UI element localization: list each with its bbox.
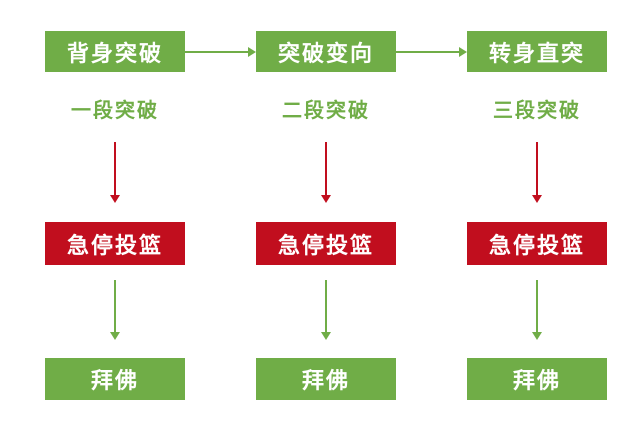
arrow-head bbox=[532, 195, 542, 203]
arrow-down-green-icon bbox=[45, 280, 185, 340]
stop-jump-box-1: 急停投篮 bbox=[45, 222, 185, 265]
arrow-down-red-icon bbox=[45, 142, 185, 203]
arrow-head bbox=[321, 195, 331, 203]
arrow-head bbox=[459, 47, 467, 57]
arrow-shaft bbox=[325, 280, 327, 332]
move-box-3: 转身直突 bbox=[467, 31, 607, 72]
move-box-1: 背身突破 bbox=[45, 31, 185, 72]
stop-jump-box-3: 急停投篮 bbox=[467, 222, 607, 265]
arrow-shaft bbox=[396, 51, 459, 53]
arrow-head bbox=[110, 332, 120, 340]
arrow-right-green-icon bbox=[396, 46, 467, 58]
finish-box-3: 拜佛 bbox=[467, 358, 607, 400]
arrow-shaft bbox=[114, 142, 116, 195]
arrow-down-red-icon bbox=[467, 142, 607, 203]
stage-label-1: 一段突破 bbox=[71, 99, 159, 122]
arrow-head bbox=[248, 47, 256, 57]
arrow-shaft bbox=[536, 142, 538, 195]
move-box-2: 突破变向 bbox=[256, 31, 396, 72]
finish-box-1: 拜佛 bbox=[45, 358, 185, 400]
stop-jump-box-2: 急停投篮 bbox=[256, 222, 396, 265]
arrow-down-red-icon bbox=[256, 142, 396, 203]
arrow-shaft bbox=[185, 51, 248, 53]
stage-label-3: 三段突破 bbox=[493, 99, 581, 122]
arrow-head bbox=[532, 332, 542, 340]
arrow-down-green-icon bbox=[467, 280, 607, 340]
arrow-shaft bbox=[325, 142, 327, 195]
arrow-head bbox=[321, 332, 331, 340]
stage-label-2: 二段突破 bbox=[282, 99, 370, 122]
arrow-right-green-icon bbox=[185, 46, 256, 58]
arrow-head bbox=[110, 195, 120, 203]
arrow-shaft bbox=[114, 280, 116, 332]
arrow-shaft bbox=[536, 280, 538, 332]
arrow-down-green-icon bbox=[256, 280, 396, 340]
finish-box-2: 拜佛 bbox=[256, 358, 396, 400]
